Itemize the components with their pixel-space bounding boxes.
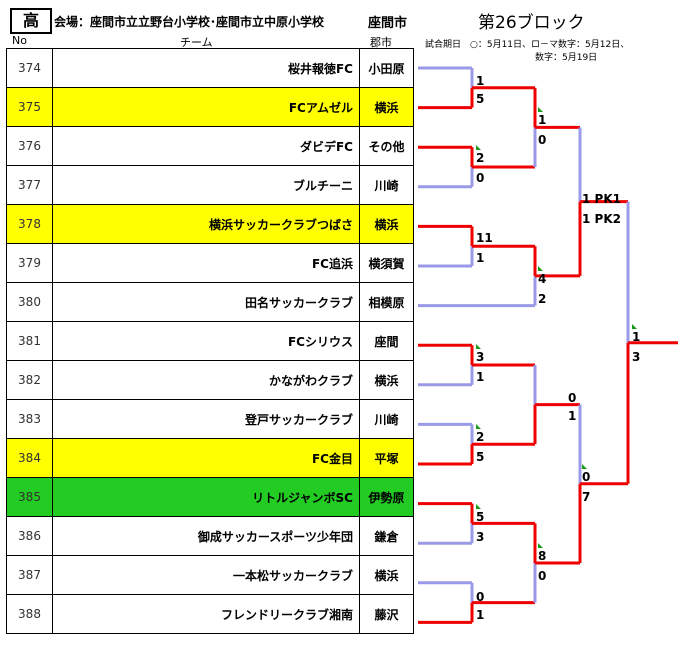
column-header-district: 郡市 <box>370 36 392 49</box>
team-district: 小田原 <box>359 48 414 88</box>
team-name: かながわクラブ <box>52 360 360 400</box>
score-r1-g-bot: 1 <box>476 608 485 622</box>
winner-flag-icon <box>476 504 481 509</box>
team-name: 登戸サッカークラブ <box>52 399 360 439</box>
team-name: 桜井報徳FC <box>52 48 360 88</box>
score-r1-c-bot: 1 <box>476 251 485 265</box>
score-r1-e-bot: 5 <box>476 450 485 464</box>
team-district: 横浜 <box>359 87 414 127</box>
team-name: ダビデFC <box>52 126 360 166</box>
team-name: FCアムゼル <box>52 87 360 127</box>
score-r2-b-bot: 2 <box>538 292 547 306</box>
score-r3-b-bot: 7 <box>582 490 591 504</box>
winner-flag-icon <box>476 344 481 349</box>
team-district: 鎌倉 <box>359 516 414 556</box>
team-number: 387 <box>6 555 53 595</box>
score-r1-g-top: 0 <box>476 590 485 604</box>
team-district: 平塚 <box>359 438 414 478</box>
score-r1-b-bot: 0 <box>476 171 485 185</box>
column-header-no: No <box>12 34 27 47</box>
team-number: 375 <box>6 87 53 127</box>
winner-flag-icon <box>632 324 637 329</box>
score-r2-d-top: 8 <box>538 549 547 563</box>
team-district: 川崎 <box>359 165 414 205</box>
score-r3-a-bot: 1 PK2 <box>582 212 621 226</box>
score-r2-a-bot: 0 <box>538 133 547 147</box>
team-number: 378 <box>6 204 53 244</box>
team-name: 御成サッカースポーツ少年団 <box>52 516 360 556</box>
team-number: 383 <box>6 399 53 439</box>
block-title: 第26ブロック <box>478 13 585 33</box>
winner-flag-icon <box>582 464 587 469</box>
score-r1-a-bot: 5 <box>476 92 485 106</box>
score-r2-d-bot: 0 <box>538 569 547 583</box>
score-r2-b-top: 4 <box>538 272 547 286</box>
venue-label: 会場：座間市立立野台小学校･座間市立中原小学校 <box>54 15 325 29</box>
team-number: 388 <box>6 594 53 634</box>
score-final-top: 1 <box>632 330 641 344</box>
host-city: 座間市 <box>368 16 408 31</box>
score-r1-d-top: 3 <box>476 350 485 364</box>
score-r1-b-top: 2 <box>476 151 485 165</box>
team-district: 藤沢 <box>359 594 414 634</box>
winner-flag-icon <box>538 543 543 548</box>
winner-flag-icon <box>538 266 543 271</box>
score-final-bot: 3 <box>632 350 641 364</box>
score-r3-a-top: 1 PK1 <box>582 192 621 206</box>
score-r1-d-bot: 1 <box>476 370 485 384</box>
team-district: 座間 <box>359 321 414 361</box>
score-r1-a-top: 1 <box>476 74 485 88</box>
team-district: 横浜 <box>359 204 414 244</box>
team-name: 横浜サッカークラブつばさ <box>52 204 360 244</box>
team-district: 横浜 <box>359 555 414 595</box>
winner-flag-icon <box>476 424 481 429</box>
schedule-note-line1: 試合期日 ○：5月11日、ロ－マ数字：5月12日、 <box>425 40 630 50</box>
team-number: 374 <box>6 48 53 88</box>
score-r2-c-bot: 1 <box>568 409 577 423</box>
team-name: 一本松サッカークラブ <box>52 555 360 595</box>
score-r1-c-top: 11 <box>476 231 493 245</box>
team-name: フレンドリークラブ湘南 <box>52 594 360 634</box>
score-r2-c-top: 0 <box>568 391 577 405</box>
team-number: 384 <box>6 438 53 478</box>
category-badge: 高 <box>10 8 52 34</box>
score-r1-f-bot: 3 <box>476 530 485 544</box>
team-district: その他 <box>359 126 414 166</box>
column-header-team: チーム <box>180 36 213 49</box>
schedule-note-line2: 数字：5月19日 <box>535 53 598 63</box>
score-r1-e-top: 2 <box>476 430 485 444</box>
score-r3-b-top: 0 <box>582 470 591 484</box>
team-district: 伊勢原 <box>359 477 414 517</box>
team-district: 川崎 <box>359 399 414 439</box>
team-name: FC追浜 <box>52 243 360 283</box>
score-r2-a-top: 1 <box>538 113 547 127</box>
team-district: 横浜 <box>359 360 414 400</box>
team-number: 377 <box>6 165 53 205</box>
winner-flag-icon <box>476 145 481 150</box>
score-r1-f-top: 5 <box>476 510 485 524</box>
team-number: 386 <box>6 516 53 556</box>
winner-flag-icon <box>538 107 543 112</box>
team-name: 田名サッカークラブ <box>52 282 360 322</box>
